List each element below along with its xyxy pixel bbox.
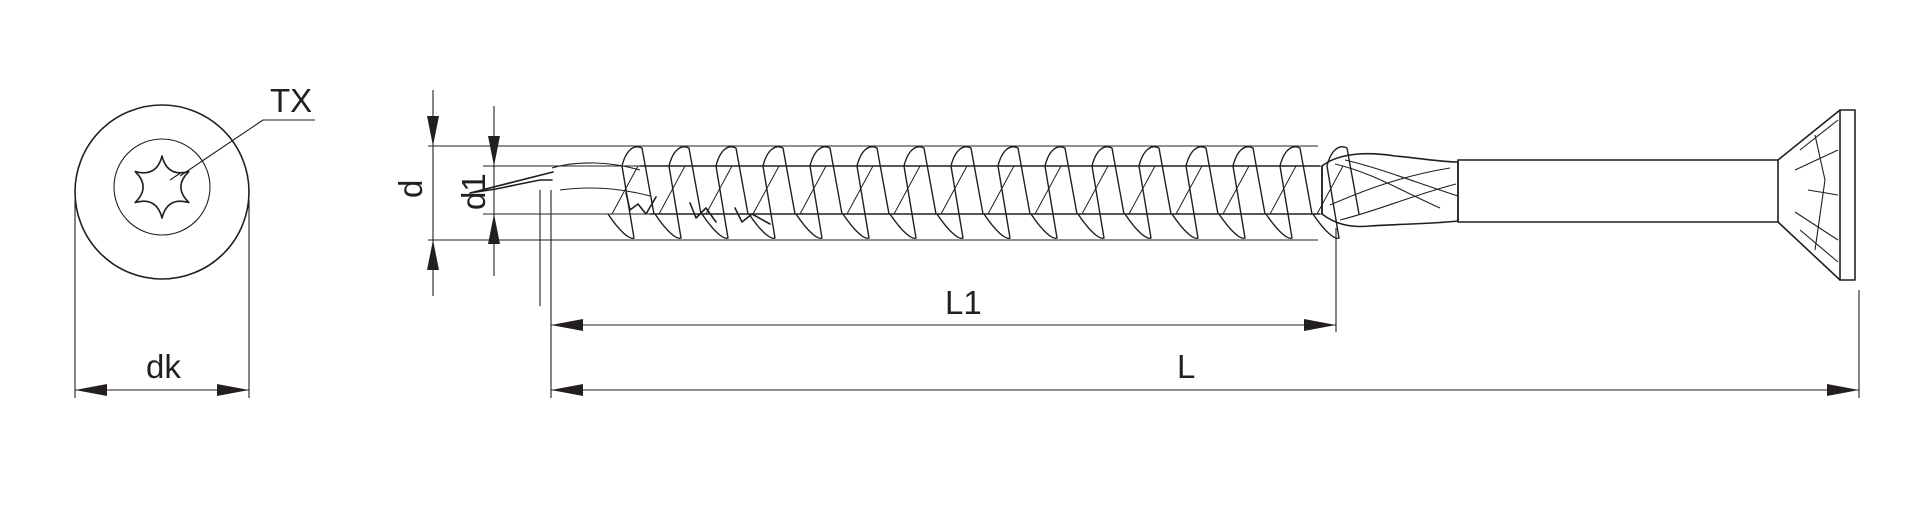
thread-crest-line (846, 165, 874, 215)
thread-flights (607, 146, 1360, 239)
thread-crest-line (1269, 165, 1297, 215)
thread-crest-line (1128, 165, 1156, 215)
screw-side-view (469, 109, 1856, 306)
torx-recess-circle (113, 138, 211, 236)
thread-flight (1077, 146, 1125, 239)
head-ribs (1794, 119, 1839, 263)
tx-label: TX (270, 82, 312, 119)
thread-flight (795, 146, 843, 239)
thread-crest-line (799, 165, 827, 215)
thread-crest-line (1081, 165, 1109, 215)
screw-shank (1457, 159, 1779, 223)
thread-crest-line (752, 165, 780, 215)
thread-crest-line (705, 165, 733, 215)
head-top-view (74, 104, 315, 398)
dk-arrow-left (75, 384, 107, 396)
d1-label: d1 (455, 173, 492, 210)
d1-arrow-bottom (488, 214, 500, 244)
screw-tip (469, 171, 554, 194)
crosshair-marker (169, 171, 183, 181)
mill-ribs (1329, 159, 1459, 221)
thread-flight (607, 146, 655, 239)
thread-flight (983, 146, 1031, 239)
tx-leader-line (179, 119, 264, 177)
l-label: L (1177, 348, 1195, 385)
thread-flight (654, 146, 702, 239)
thread-flight (1030, 146, 1078, 239)
thread-flight (701, 146, 749, 239)
thread-flight (1124, 146, 1172, 239)
l1-arrow-right (1304, 319, 1336, 331)
head-outer-circle (74, 104, 250, 280)
thread-crest-line (1222, 165, 1250, 215)
d1-arrow-top (488, 136, 500, 166)
thread-flight (1312, 146, 1360, 239)
thread-flight (842, 146, 890, 239)
dk-label: dk (146, 348, 181, 385)
thread-flight (1218, 146, 1266, 239)
thread-crest-line (1175, 165, 1203, 215)
thread-crest-line (1034, 165, 1062, 215)
l1-arrow-left (551, 319, 583, 331)
thread-flight (748, 146, 796, 239)
thread-crest-line (1316, 165, 1344, 215)
thread-flight (936, 146, 984, 239)
d-arrow-bottom (427, 240, 439, 270)
l1-label: L1 (945, 284, 982, 321)
thread-crest-line (940, 165, 968, 215)
thread-crest-line (987, 165, 1015, 215)
thread-flight (889, 146, 937, 239)
thread-flight (1265, 146, 1313, 239)
thread-crest-line (658, 165, 686, 215)
l-arrow-left (551, 384, 583, 396)
d-label: d (392, 180, 429, 198)
mill-section (1321, 152, 1459, 228)
dk-arrow-right (217, 384, 249, 396)
thread-flight (1171, 146, 1219, 239)
countersunk-head (1777, 109, 1856, 281)
tip-swirl (551, 162, 651, 197)
d-arrow-top (427, 116, 439, 146)
side-dimensions (427, 90, 1860, 398)
l-arrow-right (1827, 384, 1859, 396)
thread-crest-line (893, 165, 921, 215)
thread-crest-line (611, 165, 639, 215)
torx-star-icon (134, 155, 190, 219)
